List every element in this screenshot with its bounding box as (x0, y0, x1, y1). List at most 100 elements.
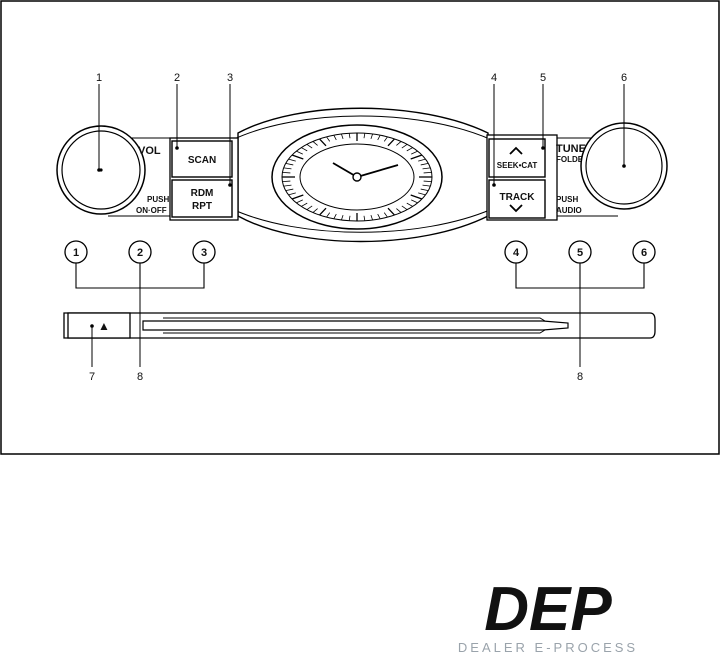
center-bezel-inner (231, 115, 493, 141)
preset-button-1[interactable]: 1 (64, 240, 88, 264)
chevron-down-icon (509, 204, 523, 213)
tune-label: TUNE (556, 143, 586, 155)
preset-button-2[interactable]: 2 (128, 240, 152, 264)
scan-label: SCAN (188, 155, 216, 166)
seek-cat-label: SEEK•CAT (497, 161, 538, 170)
push-label-left: PUSH (147, 195, 169, 204)
clock-tick (285, 188, 294, 191)
clock-tick (377, 213, 381, 220)
rdm-label: RDM (191, 188, 214, 199)
clock-tick (301, 202, 308, 207)
clock-tick (306, 205, 313, 211)
clock-tick (288, 192, 296, 196)
callout-8-right: 8 (577, 371, 583, 383)
preset-bracket-right (515, 263, 645, 289)
clock-minute-hand (356, 164, 399, 178)
clock-tick (411, 199, 418, 204)
preset-label-5: 5 (577, 247, 583, 259)
callout-leader-dots (90, 146, 626, 328)
onoff-label: ON·OFF (136, 206, 167, 215)
diagram-frame (0, 0, 720, 455)
preset-label-3: 3 (201, 247, 207, 259)
clock-tick (383, 136, 388, 142)
clock-tick (387, 138, 395, 147)
track-label: TRACK (500, 192, 536, 203)
clock-tick (423, 172, 432, 174)
clock-tick (406, 202, 413, 207)
analog-clock (271, 124, 443, 230)
clock-tick (418, 158, 426, 162)
vol-label: VOL (138, 145, 161, 157)
audio-label: AUDIO (556, 206, 582, 215)
clock-tick (410, 194, 423, 200)
clock-tick (333, 134, 337, 141)
callout-1: 1 (96, 72, 102, 84)
preset-label-1: 1 (73, 247, 79, 259)
clock-tick (401, 205, 408, 211)
dep-logo-tagline: DEALER E-PROCESS (458, 640, 638, 655)
callout-3: 3 (227, 72, 233, 84)
folder-label: FOLDER (556, 155, 589, 164)
clock-tick (282, 172, 291, 174)
chevron-up-icon (509, 146, 523, 155)
clock-tick (301, 147, 308, 152)
callout-8-left: 8 (137, 371, 143, 383)
clock-tick (410, 154, 423, 160)
clock-tick (306, 143, 313, 149)
clock-tick (422, 167, 431, 170)
clock-tick (370, 133, 373, 139)
clock-tick (312, 141, 318, 146)
clock-tick (282, 180, 291, 182)
callout-4: 4 (491, 72, 497, 84)
preset-button-6[interactable]: 6 (632, 240, 656, 264)
clock-tick (418, 192, 426, 196)
clock-tick (396, 141, 402, 146)
clock-tick (420, 188, 429, 191)
dep-logo-letters: DEP (484, 575, 612, 644)
preset-label-4: 4 (513, 247, 520, 259)
clock-tick (387, 207, 395, 216)
scan-button[interactable] (171, 140, 233, 178)
volume-knob[interactable] (56, 125, 146, 215)
eject-button[interactable] (67, 312, 131, 339)
preset-label-6: 6 (641, 247, 647, 259)
clock-tick (288, 158, 296, 162)
clock-tick (420, 163, 429, 166)
track-button[interactable] (488, 179, 546, 219)
preset-bracket-left (75, 263, 205, 289)
clock-tick (296, 199, 303, 204)
clock-tick (396, 208, 402, 213)
clock-tick (341, 215, 344, 221)
rpt-label: RPT (192, 201, 212, 212)
preset-button-3[interactable]: 3 (192, 240, 216, 264)
clock-tick (319, 138, 327, 147)
clock-tick (285, 163, 294, 166)
callout-5: 5 (540, 72, 546, 84)
clock-tick (422, 184, 431, 187)
callout-7: 7 (89, 371, 95, 383)
preset-button-4[interactable]: 4 (504, 240, 528, 264)
clock-tick (423, 180, 432, 182)
clock-center (352, 172, 362, 182)
clock-tick (326, 212, 331, 218)
clock-tick (312, 208, 318, 213)
clock-tick (291, 154, 304, 160)
seek-cat-button[interactable] (488, 138, 546, 178)
eject-icon: ▲ (98, 319, 110, 333)
dep-logo: DEP DEALER E-PROCESS (458, 575, 638, 655)
clock-tick (383, 212, 388, 218)
clock-tick (401, 143, 408, 149)
clock-tick (296, 150, 303, 155)
clock-tick (326, 136, 331, 142)
clock-tick (291, 194, 304, 200)
clock-tick (333, 213, 337, 220)
cd-slot[interactable] (142, 320, 569, 331)
clock-tick (283, 167, 292, 170)
callout-6: 6 (621, 72, 627, 84)
preset-button-5[interactable]: 5 (568, 240, 592, 264)
clock-tick (283, 184, 292, 187)
push-label-right: PUSH (556, 195, 578, 204)
rdm-rpt-button[interactable] (171, 179, 233, 218)
callout-2: 2 (174, 72, 180, 84)
clock-tick (406, 147, 413, 152)
